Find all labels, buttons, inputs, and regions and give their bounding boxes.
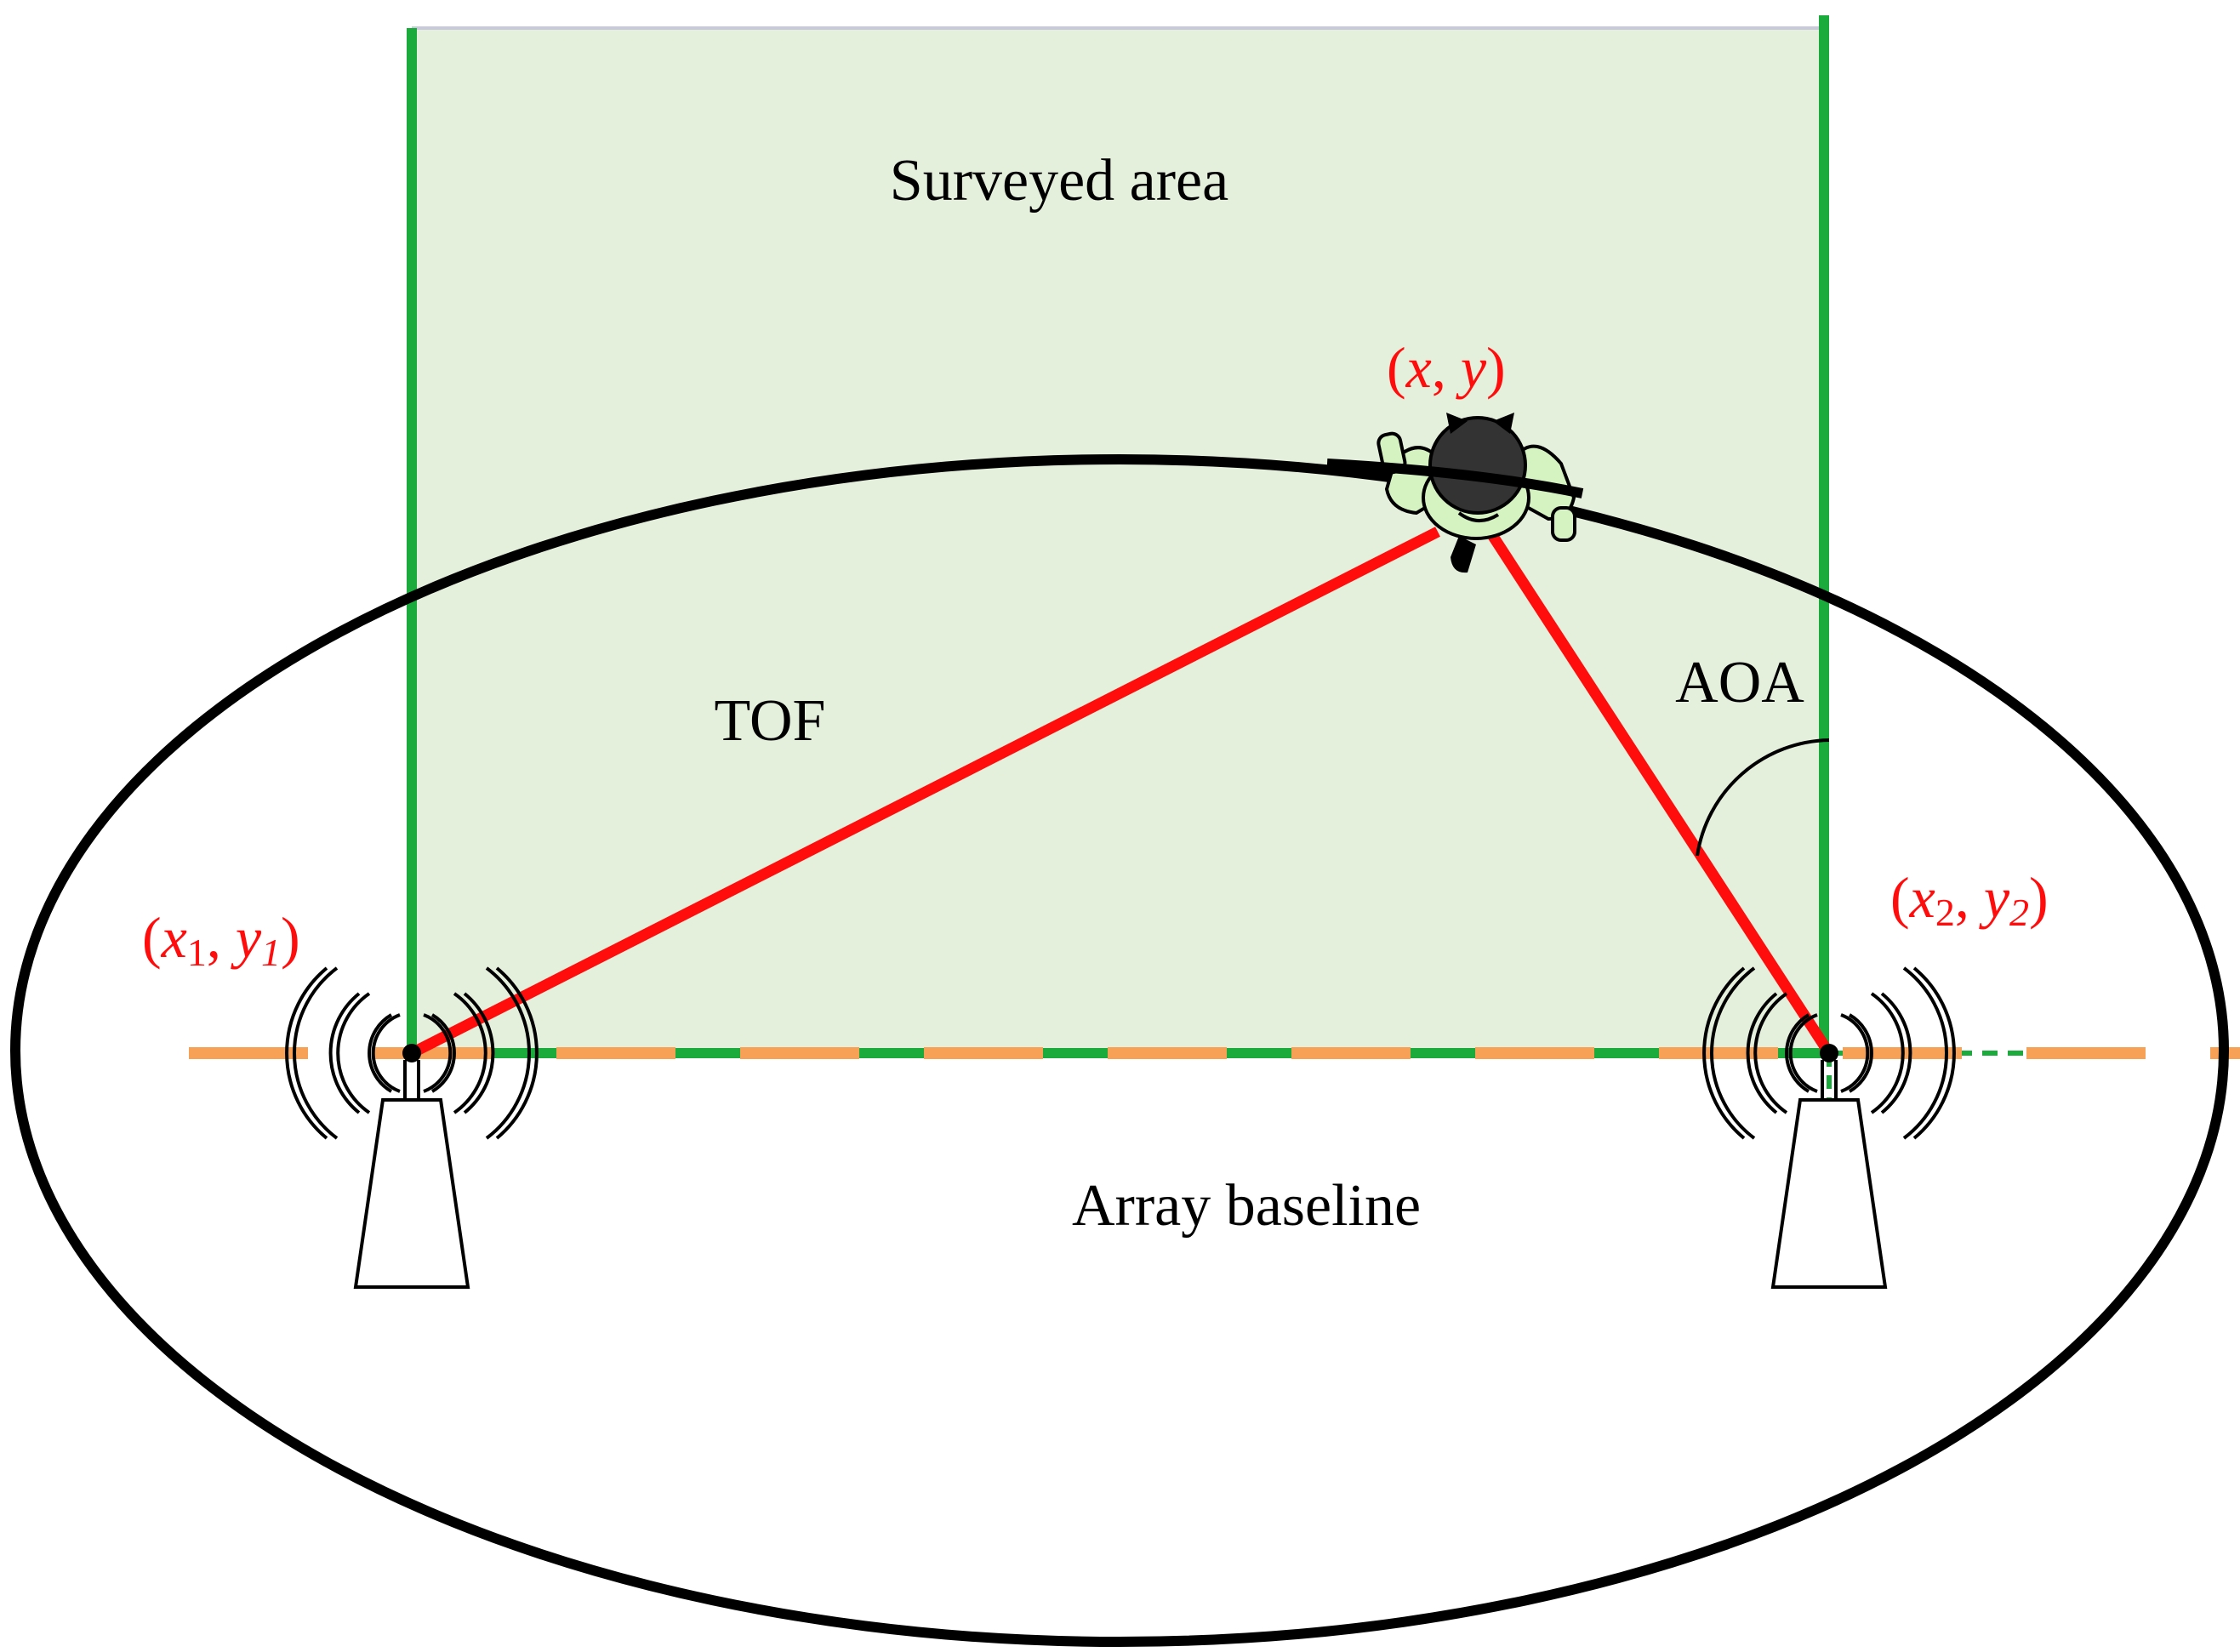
radio-tower-icon bbox=[285, 966, 539, 1289]
node2-coordinate-y: y bbox=[1979, 865, 2010, 930]
node1-coordinate-x-sub: 1 bbox=[187, 931, 207, 974]
node2-coordinate-label: (x2, y2) bbox=[1890, 865, 2049, 934]
target-coordinate-open: ( bbox=[1387, 335, 1406, 400]
node2-coordinate-sep: , bbox=[1955, 865, 1984, 930]
surveyed-area-region bbox=[412, 28, 1824, 1053]
node2-coordinate-open: ( bbox=[1890, 865, 1910, 930]
node1-coordinate-sep: , bbox=[207, 905, 236, 970]
node1-coordinate-y-sub: 1 bbox=[261, 931, 281, 974]
tof-label: TOF bbox=[715, 688, 826, 754]
aoa-angle-arc bbox=[1696, 738, 1830, 857]
target-coordinate-label: (x, y) bbox=[1387, 335, 1506, 400]
node1-coordinate-y: y bbox=[231, 905, 262, 970]
node2-coordinate-x-sub: 2 bbox=[1935, 891, 1955, 934]
aoa-range-line bbox=[1479, 520, 1834, 1057]
node1-coordinate-label: (x1, y1) bbox=[142, 905, 300, 974]
node2-coordinate-y-sub: 2 bbox=[2009, 891, 2029, 934]
node1-coordinate-x: x bbox=[161, 905, 187, 970]
target-coordinate-x: x bbox=[1405, 335, 1432, 400]
target-coordinate-close: ) bbox=[1486, 335, 1506, 400]
node2-coordinate-close: ) bbox=[2029, 865, 2049, 930]
aoa-label: AOA bbox=[1675, 650, 1804, 715]
array-baseline-label: Array baseline bbox=[1072, 1173, 1421, 1239]
node1-coordinate-close: ) bbox=[281, 905, 300, 970]
tof-ellipse-overlay bbox=[1326, 459, 1584, 498]
tof-range-line bbox=[409, 527, 1440, 1058]
radio-tower-icon bbox=[1702, 966, 1956, 1289]
node1-coordinate-open: ( bbox=[142, 905, 162, 970]
surveyed-area-label: Surveyed area bbox=[890, 148, 1228, 214]
node2-coordinate-x: x bbox=[1909, 865, 1935, 930]
tof-ellipse bbox=[10, 454, 2229, 1647]
target-coordinate-sep: , bbox=[1432, 335, 1461, 400]
target-coordinate-y: y bbox=[1456, 335, 1487, 400]
